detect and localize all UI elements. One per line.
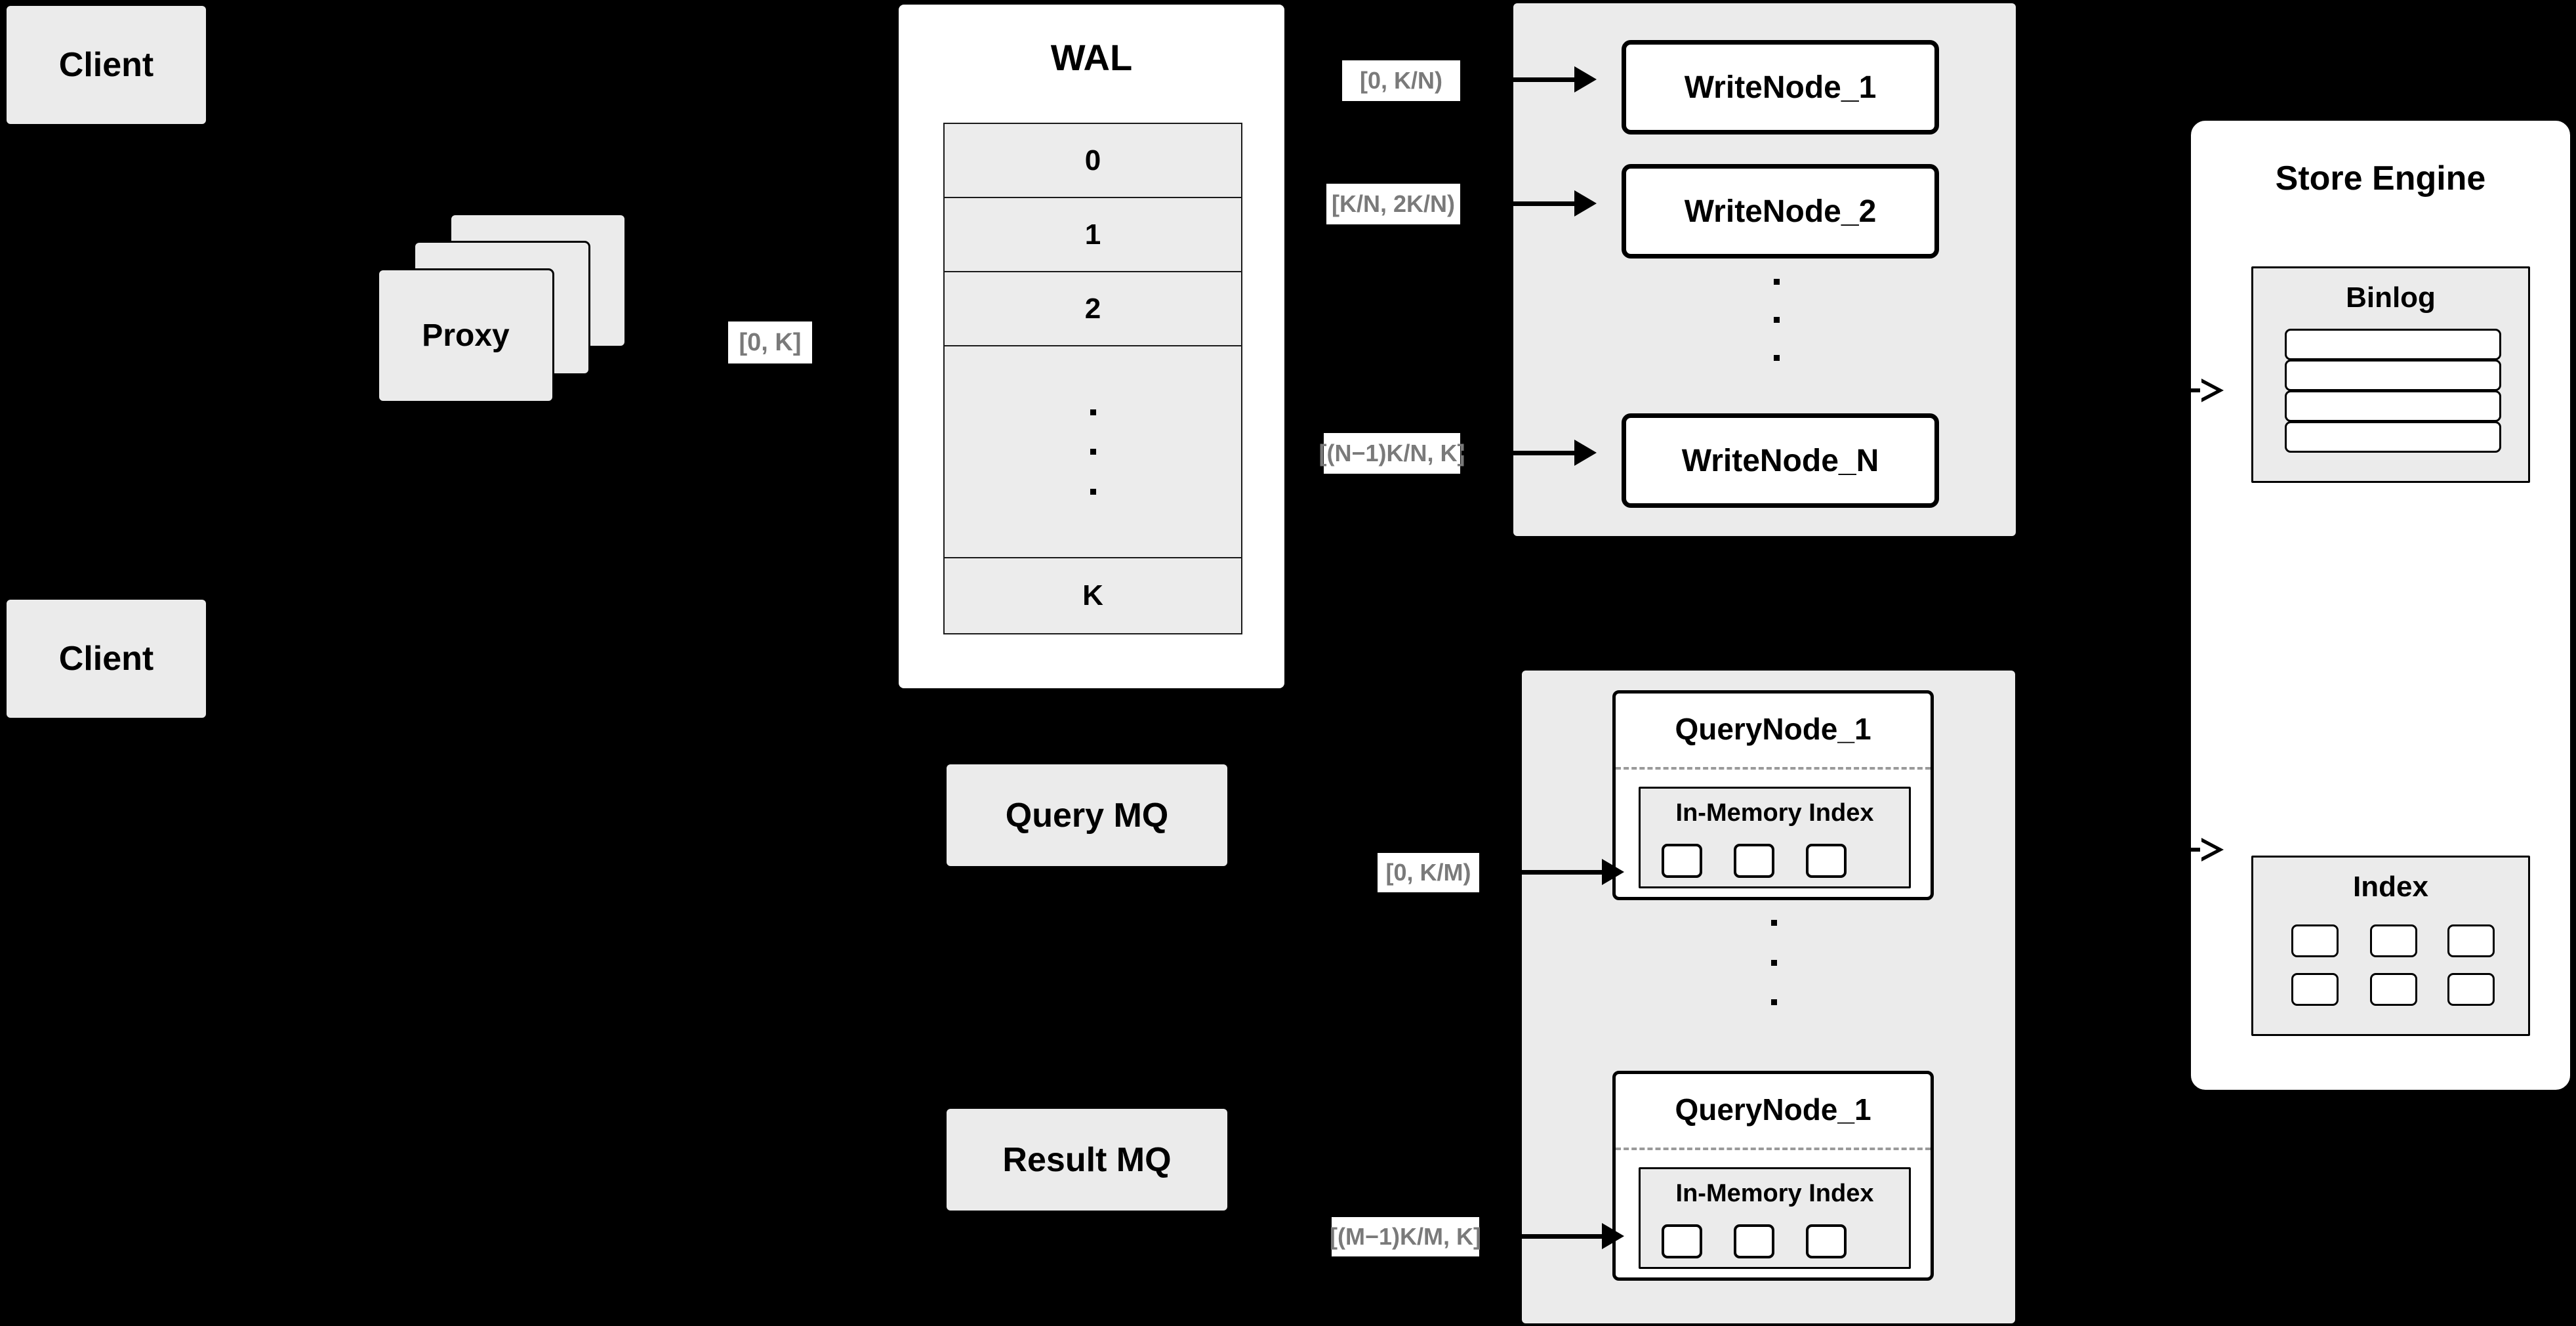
range-label-text: [0, K/N) [1360, 67, 1442, 94]
binlog-panel: Binlog [2251, 266, 2530, 483]
wal-row[interactable]: 2 [943, 271, 1242, 346]
proxy-stack[interactable]: Proxy [377, 213, 672, 430]
in-memory-index-title: In-Memory Index [1675, 1180, 1874, 1207]
query-node-title: QueryNode_1 [1675, 712, 1871, 746]
wal-row[interactable]: 0 [943, 123, 1242, 198]
wal-row[interactable]: K [943, 557, 1242, 634]
index-segment[interactable] [1662, 844, 1702, 878]
arrow-head-open-icon [2200, 379, 2224, 402]
client-box-bottom[interactable]: Client [5, 598, 207, 719]
index-cell[interactable] [2291, 924, 2339, 957]
index-cell[interactable] [2447, 924, 2495, 957]
write-node-label: WriteNode_2 [1684, 194, 1877, 229]
binlog-entry[interactable] [2285, 329, 2501, 360]
index-cell[interactable] [2370, 924, 2417, 957]
index-cell[interactable] [2291, 973, 2339, 1006]
query-node-2[interactable]: QueryNode_1 In-Memory Index [1612, 1071, 1934, 1281]
arrow-to-binlog [2177, 388, 2203, 392]
arrow-head-icon [1602, 859, 1624, 885]
index-cell[interactable] [2447, 973, 2495, 1006]
index-panel: Index [2251, 856, 2530, 1036]
proxy-stack-card-front[interactable]: Proxy [377, 268, 554, 403]
wal-container: WAL 0 1 2 K [897, 3, 1286, 690]
write-node-label: WriteNode_1 [1684, 70, 1877, 105]
range-label-text: [(M−1)K/M, K] [1330, 1223, 1481, 1250]
arrow-to-write-node-1 [1462, 77, 1574, 82]
wal-row-label: K [1082, 579, 1103, 611]
arrow-head-icon [1602, 1223, 1624, 1249]
write-node-n[interactable]: WriteNode_N [1622, 413, 1939, 508]
wal-rows: 0 1 2 K [943, 123, 1242, 634]
in-memory-index-title: In-Memory Index [1675, 799, 1874, 827]
result-mq-label: Result MQ [1002, 1140, 1172, 1179]
wal-row[interactable]: 1 [943, 197, 1242, 272]
query-node-1[interactable]: QueryNode_1 In-Memory Index [1612, 690, 1934, 900]
wal-row-label: 1 [1084, 218, 1101, 251]
range-label-text: [(N−1)K/N, K] [1319, 440, 1465, 466]
wal-title: WAL [1050, 37, 1133, 78]
arrow-to-query-node-2 [1480, 1234, 1602, 1239]
query-node-divider [1616, 1148, 1931, 1150]
range-label-text: [K/N, 2K/N) [1332, 190, 1455, 217]
arrow-to-index [2177, 848, 2203, 852]
arrow-head-icon [1574, 440, 1597, 466]
write-node-2[interactable]: WriteNode_2 [1622, 164, 1939, 259]
proxy-range-label: [0, K] [728, 321, 812, 363]
client-label: Client [58, 640, 154, 678]
write-node-1[interactable]: WriteNode_1 [1622, 40, 1939, 135]
range-label-text: [0, K/M) [1385, 859, 1471, 886]
query-node-ellipsis-icon [1770, 920, 1778, 1005]
binlog-bars [2285, 329, 2501, 457]
binlog-entry[interactable] [2285, 390, 2501, 422]
index-segment[interactable] [1734, 844, 1774, 878]
index-title: Index [2353, 871, 2428, 903]
in-memory-index-panel: In-Memory Index [1639, 787, 1911, 888]
wal-row-label: 0 [1084, 144, 1101, 176]
wal-row-ellipsis [943, 345, 1242, 558]
arrow-to-write-node-2 [1462, 201, 1574, 206]
query-node-divider [1616, 767, 1931, 770]
query-mq-label: Query MQ [1005, 796, 1169, 835]
proxy-label: Proxy [422, 318, 510, 353]
index-segment[interactable] [1806, 1224, 1847, 1258]
arrow-to-query-node-1 [1480, 870, 1602, 875]
index-segment[interactable] [1662, 1224, 1702, 1258]
binlog-entry[interactable] [2285, 360, 2501, 391]
result-mq-box[interactable]: Result MQ [947, 1109, 1227, 1211]
query-node-1-range-label: [0, K/M) [1378, 853, 1479, 892]
arrow-head-icon [1574, 190, 1597, 217]
write-node-n-range-label: [(N−1)K/N, K] [1319, 433, 1465, 474]
store-engine-title: Store Engine [2275, 159, 2486, 197]
client-label: Client [58, 46, 154, 84]
store-engine-container: Store Engine Binlog Index [2188, 118, 2573, 1092]
index-cell[interactable] [2370, 973, 2417, 1006]
arrow-head-icon [1574, 66, 1597, 93]
client-box-top[interactable]: Client [5, 5, 207, 125]
write-node-ellipsis-icon [1772, 279, 1780, 361]
index-segment[interactable] [1734, 1224, 1774, 1258]
write-node-cluster: WriteNode_1 WriteNode_2 WriteNode_N [1513, 3, 2016, 536]
binlog-title: Binlog [2346, 281, 2436, 314]
index-segment[interactable] [1806, 844, 1847, 878]
arrow-to-write-node-n [1462, 451, 1574, 455]
query-node-2-range-label: [(M−1)K/M, K] [1330, 1217, 1481, 1256]
write-node-2-range-label: [K/N, 2K/N) [1326, 184, 1460, 224]
wal-row-label: 2 [1084, 292, 1101, 325]
query-node-title: QueryNode_1 [1675, 1092, 1871, 1127]
write-node-1-range-label: [0, K/N) [1342, 60, 1460, 101]
query-node-cluster: QueryNode_1 In-Memory Index QueryNode_1 … [1522, 671, 2015, 1323]
in-memory-index-panel: In-Memory Index [1639, 1167, 1911, 1269]
binlog-entry[interactable] [2285, 421, 2501, 453]
write-node-label: WriteNode_N [1681, 443, 1879, 478]
proxy-range-label-text: [0, K] [739, 328, 802, 356]
arrow-head-open-icon [2200, 838, 2224, 861]
query-mq-box[interactable]: Query MQ [947, 764, 1227, 866]
vertical-ellipsis-icon [1090, 409, 1096, 495]
